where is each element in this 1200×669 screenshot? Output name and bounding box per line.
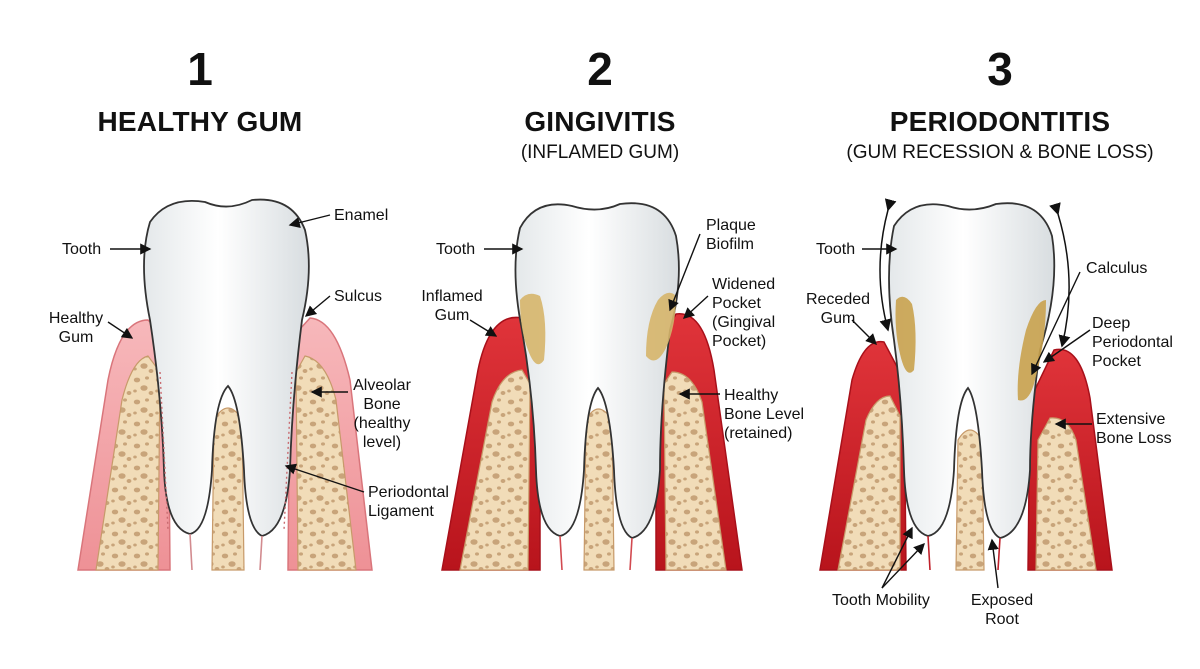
gingivitis-illustration	[441, 202, 743, 571]
leader-lines	[107, 214, 1092, 589]
root-canal-lines	[559, 535, 633, 571]
panel-healthy-gum: 1 HEALTHY GUM Enamel Tooth Sulcus Health…	[0, 0, 449, 669]
panel-periodontitis: 3 PERIODONTITIS (GUM RECESSION & BONE LO…	[800, 0, 1200, 669]
label-alveolar-bone: Alveolar Bone (healthy level)	[353, 377, 411, 451]
label-extensive-bone-loss: Extensive Bone Loss	[1096, 411, 1172, 447]
panel-number: 2	[587, 43, 613, 95]
label-plaque-biofilm: Plaque Biofilm	[706, 217, 756, 253]
label-tooth: Tooth	[816, 241, 856, 258]
label-healthy-gum: Healthy Gum	[48, 310, 104, 346]
healthy-tooth-shape	[143, 198, 310, 537]
alveolar-bone-right	[663, 371, 727, 571]
plaque-biofilm-left	[520, 293, 546, 365]
label-tooth-mobility: Tooth Mobility	[832, 592, 930, 609]
label-exposed-root: Exposed Root	[970, 592, 1034, 628]
alveolar-bone	[459, 369, 531, 571]
panel-subtitle: (INFLAMED GUM)	[520, 142, 680, 163]
panel-title: PERIODONTITIS	[889, 106, 1111, 137]
label-sulcus: Sulcus	[334, 288, 383, 305]
label-inflamed-gum: Inflamed Gum	[421, 288, 483, 324]
panel-title: GINGIVITIS	[524, 106, 676, 137]
alveolar-bone-right	[295, 355, 357, 571]
label-tooth: Tooth	[62, 241, 102, 258]
periodontitis-illustration	[819, 198, 1113, 571]
gingivitis-tooth-shape	[514, 202, 680, 539]
label-deep-periodontal-pocket: Deep Periodontal Pocket	[1092, 315, 1173, 370]
label-calculus: Calculus	[1086, 260, 1148, 277]
mobility-arrow-right	[1049, 202, 1071, 348]
label-healthy-bone-level: Healthy Bone Level (retained)	[724, 387, 805, 442]
calculus-deposit-right	[1017, 300, 1046, 401]
label-tooth: Tooth	[436, 241, 476, 258]
root-canal-lines	[189, 533, 263, 571]
panel-title: HEALTHY GUM	[97, 106, 303, 137]
label-receded-gum: Receded Gum	[805, 291, 871, 327]
panel-number: 1	[187, 43, 213, 95]
label-periodontal-ligament: Periodontal Ligament	[368, 484, 449, 520]
panel-subtitle: (GUM RECESSION & BONE LOSS)	[846, 142, 1154, 163]
label-enamel: Enamel	[334, 207, 389, 224]
root-canal-lines	[927, 535, 1001, 571]
panel-number: 3	[987, 43, 1013, 95]
healthy-gum-illustration	[77, 198, 373, 571]
panel-gingivitis: 2 GINGIVITIS (INFLAMED GUM) Tooth Plaque…	[400, 0, 804, 669]
mobility-arrow-left	[879, 198, 897, 332]
alveolar-bone-lost	[837, 395, 901, 571]
calculus-deposit-left	[895, 296, 916, 373]
periodontitis-tooth-shape	[888, 202, 1056, 539]
label-widened-pocket: Widened Pocket (Gingival Pocket)	[712, 276, 776, 350]
